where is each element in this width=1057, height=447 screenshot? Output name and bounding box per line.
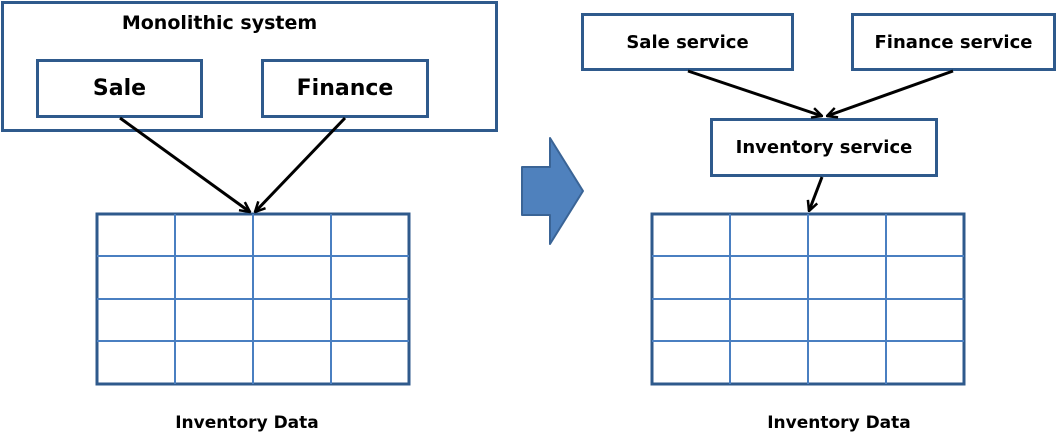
arrow-finance-to-data (255, 116, 347, 212)
sale-module-label: Sale (92, 76, 147, 101)
inventory-data-caption-right: Inventory Data (767, 413, 911, 433)
inventory-service-label: Inventory service (735, 137, 913, 158)
right-block-arrow-icon (521, 137, 584, 245)
arrow-inventory-service-to-data (809, 176, 824, 211)
inventory-service-box (710, 118, 938, 177)
finance-module-box (261, 59, 429, 118)
finance-service-label: Finance service (874, 31, 1033, 53)
sale-service-box (581, 13, 794, 71)
arrow-finance-service-to-inventory-service (827, 69, 954, 116)
inventory-data-caption-left: Inventory Data (175, 413, 319, 433)
arrow-sale-service-to-inventory-service (687, 69, 822, 116)
finance-module-label: Finance (296, 76, 394, 101)
inventory-data-table-right (650, 212, 966, 386)
inventory-data-table-left (95, 212, 411, 386)
finance-service-box (851, 13, 1056, 71)
sale-module-box (36, 59, 203, 118)
sale-service-label: Sale service (626, 31, 749, 53)
monolithic-system-title: Monolithic system (121, 12, 318, 34)
arrow-sale-to-data (119, 116, 250, 212)
